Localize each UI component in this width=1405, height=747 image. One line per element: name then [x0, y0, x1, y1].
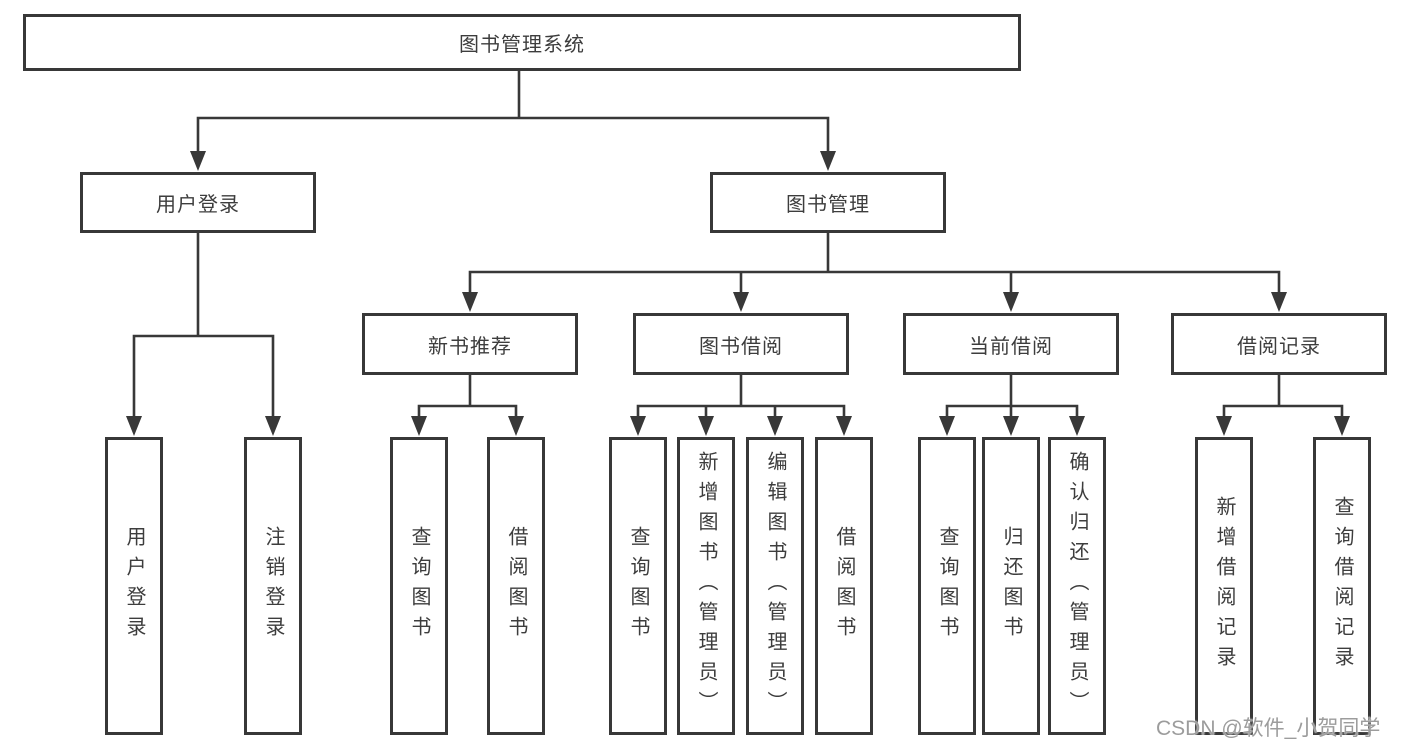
arrow-down-icon — [767, 416, 783, 436]
connector-book-mgmt-to-level3 — [468, 233, 1281, 294]
arrowheads-new-book-rec — [411, 416, 524, 436]
node-root-system: 图书管理系统 — [23, 14, 1021, 71]
node-new-book-rec: 新书推荐 — [362, 313, 578, 375]
node-leaf-query-books-borrow: 查询图书 — [609, 437, 667, 735]
node-borrow-records: 借阅记录 — [1171, 313, 1387, 375]
leaf-label: 新增图书（管理员） — [695, 451, 717, 721]
arrow-down-icon — [1271, 292, 1287, 312]
arrow-down-icon — [462, 292, 478, 312]
arrow-down-icon — [630, 416, 646, 436]
connector-borrow-records-to-leaves — [1222, 375, 1344, 417]
node-user-login: 用户登录 — [80, 172, 316, 233]
arrowheads-level2 — [190, 151, 836, 171]
arrow-down-icon — [411, 416, 427, 436]
node-leaf-return-books: 归还图书 — [982, 437, 1040, 735]
node-leaf-logout: 注销登录 — [244, 437, 302, 735]
arrowheads-level3 — [462, 292, 1287, 312]
arrow-down-icon — [1003, 416, 1019, 436]
arrow-down-icon — [836, 416, 852, 436]
arrow-down-icon — [733, 292, 749, 312]
leaf-label: 用户登录 — [123, 526, 145, 646]
node-leaf-confirm-return-admin: 确认归还（管理员） — [1048, 437, 1106, 735]
node-book-mgmt: 图书管理 — [710, 172, 946, 233]
node-leaf-edit-books-admin: 编辑图书（管理员） — [746, 437, 804, 735]
node-book-borrow: 图书借阅 — [633, 313, 849, 375]
arrowheads-current-borrow — [939, 416, 1085, 436]
node-leaf-add-borrow-record: 新增借阅记录 — [1195, 437, 1253, 735]
node-current-borrow: 当前借阅 — [903, 313, 1119, 375]
arrow-down-icon — [1334, 416, 1350, 436]
leaf-label: 借阅图书 — [833, 526, 855, 646]
arrow-down-icon — [939, 416, 955, 436]
arrow-down-icon — [190, 151, 206, 171]
connector-user-login-to-leaves — [132, 233, 275, 417]
node-leaf-borrow-books: 借阅图书 — [815, 437, 873, 735]
arrowheads-book-borrow — [630, 416, 852, 436]
arrowheads-user-login — [126, 416, 281, 436]
arrow-down-icon — [820, 151, 836, 171]
node-leaf-borrow-books-rec: 借阅图书 — [487, 437, 545, 735]
node-leaf-user-login: 用户登录 — [105, 437, 163, 735]
leaf-label: 借阅图书 — [505, 526, 527, 646]
node-leaf-query-books-current: 查询图书 — [918, 437, 976, 735]
watermark: CSDN @软件_小贺同学 — [1156, 717, 1381, 740]
leaf-label: 确认归还（管理员） — [1066, 451, 1088, 721]
leaf-label: 归还图书 — [1000, 526, 1022, 646]
arrow-down-icon — [126, 416, 142, 436]
leaf-label: 查询图书 — [936, 526, 958, 646]
arrow-down-icon — [1216, 416, 1232, 436]
node-leaf-query-borrow-record: 查询借阅记录 — [1313, 437, 1371, 735]
arrow-down-icon — [1069, 416, 1085, 436]
connector-new-book-rec-to-leaves — [417, 375, 518, 417]
arrow-down-icon — [508, 416, 524, 436]
connector-current-borrow-to-leaves — [945, 375, 1079, 417]
leaf-label: 查询借阅记录 — [1331, 496, 1353, 676]
arrow-down-icon — [1003, 292, 1019, 312]
arrow-down-icon — [698, 416, 714, 436]
leaf-label: 新增借阅记录 — [1213, 496, 1235, 676]
arrowheads-borrow-records — [1216, 416, 1350, 436]
arrow-down-icon — [265, 416, 281, 436]
connector-root-to-level2 — [196, 70, 830, 152]
leaf-label: 注销登录 — [262, 526, 284, 646]
leaf-label: 查询图书 — [627, 526, 649, 646]
connector-book-borrow-to-leaves — [636, 375, 846, 417]
node-leaf-query-books-rec: 查询图书 — [390, 437, 448, 735]
node-leaf-add-books-admin: 新增图书（管理员） — [677, 437, 735, 735]
leaf-label: 查询图书 — [408, 526, 430, 646]
leaf-label: 编辑图书（管理员） — [764, 451, 786, 721]
